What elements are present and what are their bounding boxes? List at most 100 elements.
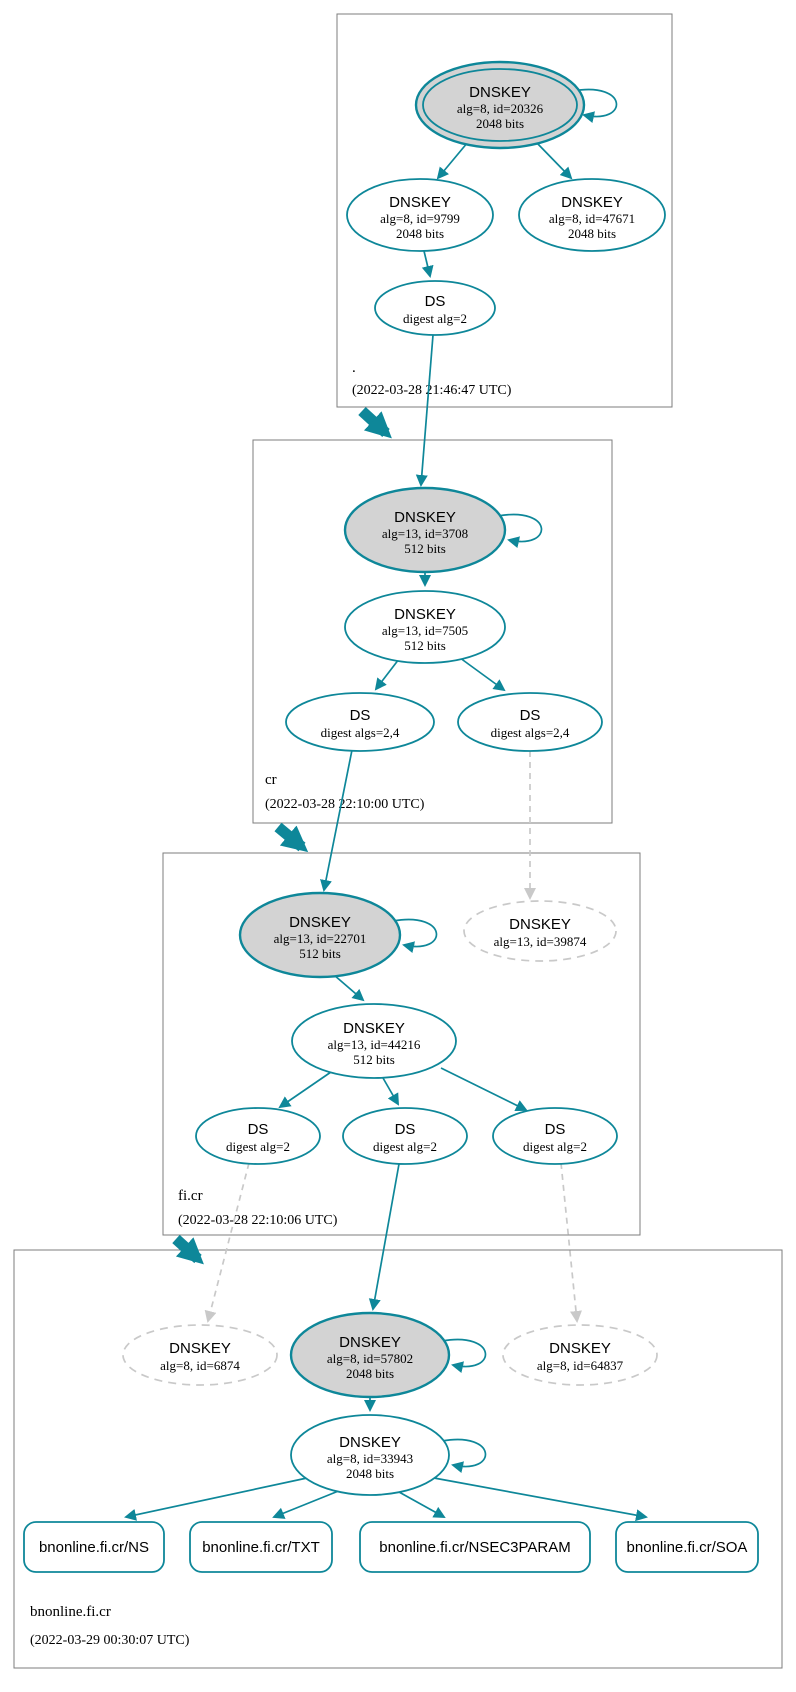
node-ds-cr-left[interactable]: DS digest algs=2,4 xyxy=(285,692,435,752)
node-detail: 2048 bits xyxy=(346,1366,394,1381)
zone-label-cr: cr xyxy=(265,772,277,788)
zone-cr: DNSKEY alg=13, id=3708 512 bits DNSKEY a… xyxy=(285,486,603,752)
zone-box-root xyxy=(336,13,673,408)
node-dnskey-39874-missing[interactable]: DNSKEY alg=13, id=39874 xyxy=(463,900,617,962)
edge-ds-root-to-ksk3708 xyxy=(415,334,434,487)
node-detail: alg=8, id=47671 xyxy=(549,211,635,226)
edge-ds-ficr-to-key6874-dashed xyxy=(204,1162,250,1323)
node-detail: digest alg=2 xyxy=(403,311,467,326)
edge-zsk44216-to-ds2 xyxy=(382,1077,399,1106)
node-title: DNSKEY xyxy=(339,1434,401,1451)
self-loop-ksk20326 xyxy=(572,88,618,124)
edge-zsk33943-to-rrset-soa xyxy=(433,1477,648,1522)
node-ds-ficr-3[interactable]: DS digest alg=2 xyxy=(492,1107,618,1165)
delegation-arrow-root-to-cr xyxy=(358,406,392,439)
node-title: DNSKEY xyxy=(339,1334,401,1351)
self-loop-ksk22701 xyxy=(392,918,438,954)
zone-label-ficr: fi.cr xyxy=(178,1188,203,1204)
node-dnskey-22701[interactable]: DNSKEY alg=13, id=22701 512 bits xyxy=(238,891,402,979)
node-title: DNSKEY xyxy=(289,914,351,931)
zone-timestamp-cr: (2022-03-28 22:10:00 UTC) xyxy=(265,797,425,812)
node-ds-cr-right[interactable]: DS digest algs=2,4 xyxy=(457,692,603,752)
node-detail: alg=8, id=33943 xyxy=(327,1451,413,1466)
node-detail: alg=8, id=6874 xyxy=(160,1358,240,1373)
node-detail: alg=13, id=7505 xyxy=(382,623,468,638)
node-detail: alg=8, id=20326 xyxy=(457,101,544,116)
node-title: DNSKEY xyxy=(509,916,571,933)
zone-ficr: DNSKEY alg=13, id=22701 512 bits DNSKEY … xyxy=(195,891,618,1165)
self-loop-zsk33943 xyxy=(441,1438,487,1474)
rrset-nsec3param[interactable]: bnonline.fi.cr/NSEC3PARAM xyxy=(359,1521,591,1573)
edge-zsk7505-to-ds-right xyxy=(455,654,506,692)
edge-ksk22701-to-zsk44216 xyxy=(333,974,365,1002)
node-dnskey-57802[interactable]: DNSKEY alg=8, id=57802 2048 bits xyxy=(289,1311,451,1399)
node-detail: 512 bits xyxy=(404,541,446,556)
node-title: DNSKEY xyxy=(343,1020,405,1037)
zone-label-bnonline: bnonline.fi.cr xyxy=(30,1604,111,1620)
node-dnskey-3708[interactable]: DNSKEY alg=13, id=3708 512 bits xyxy=(343,486,507,574)
node-detail: alg=13, id=3708 xyxy=(382,526,468,541)
zone-timestamp-bnonline: (2022-03-29 00:30:07 UTC) xyxy=(30,1633,190,1648)
delegation-arrow-ficr-to-bnonline xyxy=(172,1234,204,1265)
zone-bnonline: DNSKEY alg=8, id=6874 DNSKEY alg=8, id=5… xyxy=(23,1311,759,1573)
node-detail: alg=13, id=39874 xyxy=(494,934,587,949)
zone-box-bnonline xyxy=(13,1249,783,1669)
node-dnskey-20326[interactable]: DNSKEY alg=8, id=20326 2048 bits xyxy=(414,60,586,150)
node-dnskey-9799[interactable]: DNSKEY alg=8, id=9799 2048 bits xyxy=(346,178,494,252)
edge-zsk33943-to-rrset-ns xyxy=(124,1477,308,1521)
edge-ksk20326-to-zsk9799 xyxy=(436,141,469,180)
node-title: DNSKEY xyxy=(169,1340,231,1357)
node-detail: 512 bits xyxy=(404,638,446,653)
delegation-arrow-cr-to-ficr xyxy=(274,822,309,853)
node-title: DS xyxy=(545,1121,566,1138)
zone-timestamp-root: (2022-03-28 21:46:47 UTC) xyxy=(352,383,512,398)
node-detail: 512 bits xyxy=(353,1052,395,1067)
node-title: DS xyxy=(425,293,446,310)
node-ds-ficr-2[interactable]: DS digest alg=2 xyxy=(342,1107,468,1165)
edge-zsk44216-to-ds1 xyxy=(278,1071,332,1109)
node-title: DNSKEY xyxy=(394,509,456,526)
rrset-label: bnonline.fi.cr/NSEC3PARAM xyxy=(379,1539,570,1556)
node-detail: digest algs=2,4 xyxy=(491,725,570,740)
node-dnskey-33943[interactable]: DNSKEY alg=8, id=33943 2048 bits xyxy=(290,1414,450,1496)
node-ds-root[interactable]: DS digest alg=2 xyxy=(374,280,496,336)
node-title: DNSKEY xyxy=(389,194,451,211)
rrset-soa[interactable]: bnonline.fi.cr/SOA xyxy=(615,1521,759,1573)
node-ds-ficr-1[interactable]: DS digest alg=2 xyxy=(195,1107,321,1165)
node-detail: 2048 bits xyxy=(346,1466,394,1481)
zone-root: DNSKEY alg=8, id=20326 2048 bits DNSKEY … xyxy=(346,60,666,336)
node-detail: digest alg=2 xyxy=(373,1139,437,1154)
node-dnskey-47671[interactable]: DNSKEY alg=8, id=47671 2048 bits xyxy=(518,178,666,252)
zone-label-root: . xyxy=(352,360,356,376)
edge-zsk33943-to-rrset-nsec3param xyxy=(398,1491,446,1518)
node-title: DNSKEY xyxy=(394,606,456,623)
node-dnskey-64837-missing[interactable]: DNSKEY alg=8, id=64837 xyxy=(502,1324,658,1386)
node-detail: 2048 bits xyxy=(476,116,524,131)
node-detail: digest alg=2 xyxy=(523,1139,587,1154)
node-detail: alg=8, id=57802 xyxy=(327,1351,413,1366)
rrset-label: bnonline.fi.cr/TXT xyxy=(202,1539,320,1556)
node-dnskey-6874-missing[interactable]: DNSKEY alg=8, id=6874 xyxy=(122,1324,278,1386)
edge-zsk7505-to-ds-left xyxy=(374,658,400,691)
node-title: DNSKEY xyxy=(549,1340,611,1357)
edge-zsk33943-to-rrset-txt xyxy=(272,1489,342,1519)
edge-ksk20326-to-key47671 xyxy=(535,141,573,180)
node-dnskey-7505[interactable]: DNSKEY alg=13, id=7505 512 bits xyxy=(344,590,506,664)
rrset-txt[interactable]: bnonline.fi.cr/TXT xyxy=(189,1521,333,1573)
edge-ds-ficr-to-key64837-dashed xyxy=(560,1162,582,1323)
zone-box-ficr xyxy=(162,852,641,1236)
zone-timestamp-ficr: (2022-03-28 22:10:06 UTC) xyxy=(178,1213,338,1228)
node-title: DS xyxy=(520,707,541,724)
edge-zsk9799-to-ds-root xyxy=(421,250,434,278)
self-loop-ksk3708 xyxy=(497,513,543,549)
rrset-label: bnonline.fi.cr/NS xyxy=(39,1539,149,1556)
edge-ds-ficr-to-ksk57802 xyxy=(368,1163,400,1311)
node-detail: alg=8, id=9799 xyxy=(380,211,460,226)
node-dnskey-44216[interactable]: DNSKEY alg=13, id=44216 512 bits xyxy=(291,1003,457,1079)
rrset-label: bnonline.fi.cr/SOA xyxy=(627,1539,748,1556)
rrset-ns[interactable]: bnonline.fi.cr/NS xyxy=(23,1521,165,1573)
node-detail: alg=8, id=64837 xyxy=(537,1358,624,1373)
edge-ds-cr-to-ksk22701 xyxy=(320,749,353,892)
node-title: DS xyxy=(395,1121,416,1138)
